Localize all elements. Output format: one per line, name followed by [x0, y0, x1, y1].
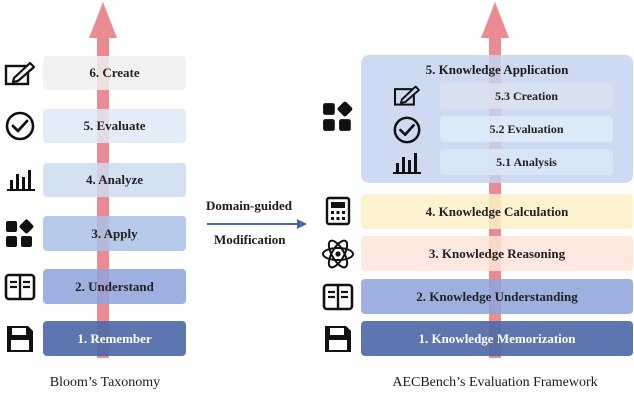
level-analyze: 4. Analyze: [43, 163, 186, 197]
level-knowledge-understanding: 2. Knowledge Understanding: [361, 279, 633, 314]
level-apply: 3. Apply: [43, 216, 186, 251]
level-knowledge-calculation: 4. Knowledge Calculation: [361, 194, 633, 229]
modification-label-line1: Domain-guided: [206, 198, 292, 213]
level-understand: 2. Understand: [43, 269, 186, 304]
level-remember: 1. Remember: [43, 321, 186, 356]
right-caption: AECBench’s Evaluation Framework: [392, 375, 598, 390]
level-knowledge-reasoning: 3. Knowledge Reasoning: [361, 236, 633, 271]
level-evaluate: 5. Evaluate: [43, 109, 186, 143]
sub-evaluation: 5.2 Evaluation: [440, 116, 613, 142]
check-circle-icon: [5, 111, 35, 141]
bar-chart-icon: [7, 170, 35, 191]
open-book-icon: [322, 283, 354, 311]
edit-icon: [4, 61, 36, 86]
knowledge-application-title: 5. Knowledge Application: [425, 62, 569, 77]
bar-chart-icon: [393, 153, 421, 174]
calculator-icon: [325, 196, 351, 226]
floppy-disk-icon: [325, 326, 351, 352]
blocks-icon: [6, 219, 34, 247]
sub-analysis: 5.1 Analysis: [440, 149, 613, 175]
modification-label-line2: Modification: [214, 232, 286, 247]
blocks-icon: [323, 101, 353, 131]
floppy-disk-icon: [7, 326, 33, 352]
sub-creation: 5.3 Creation: [440, 83, 613, 109]
open-book-icon: [4, 273, 36, 301]
check-circle-icon: [393, 116, 421, 144]
atom-icon: [322, 239, 354, 269]
modification-arrow: [207, 219, 307, 229]
level-knowledge-memorization: 1. Knowledge Memorization: [361, 321, 633, 356]
level-create: 6. Create: [43, 56, 186, 90]
edit-icon: [393, 85, 420, 106]
left-caption: Bloom’s Taxonomy: [49, 375, 161, 390]
